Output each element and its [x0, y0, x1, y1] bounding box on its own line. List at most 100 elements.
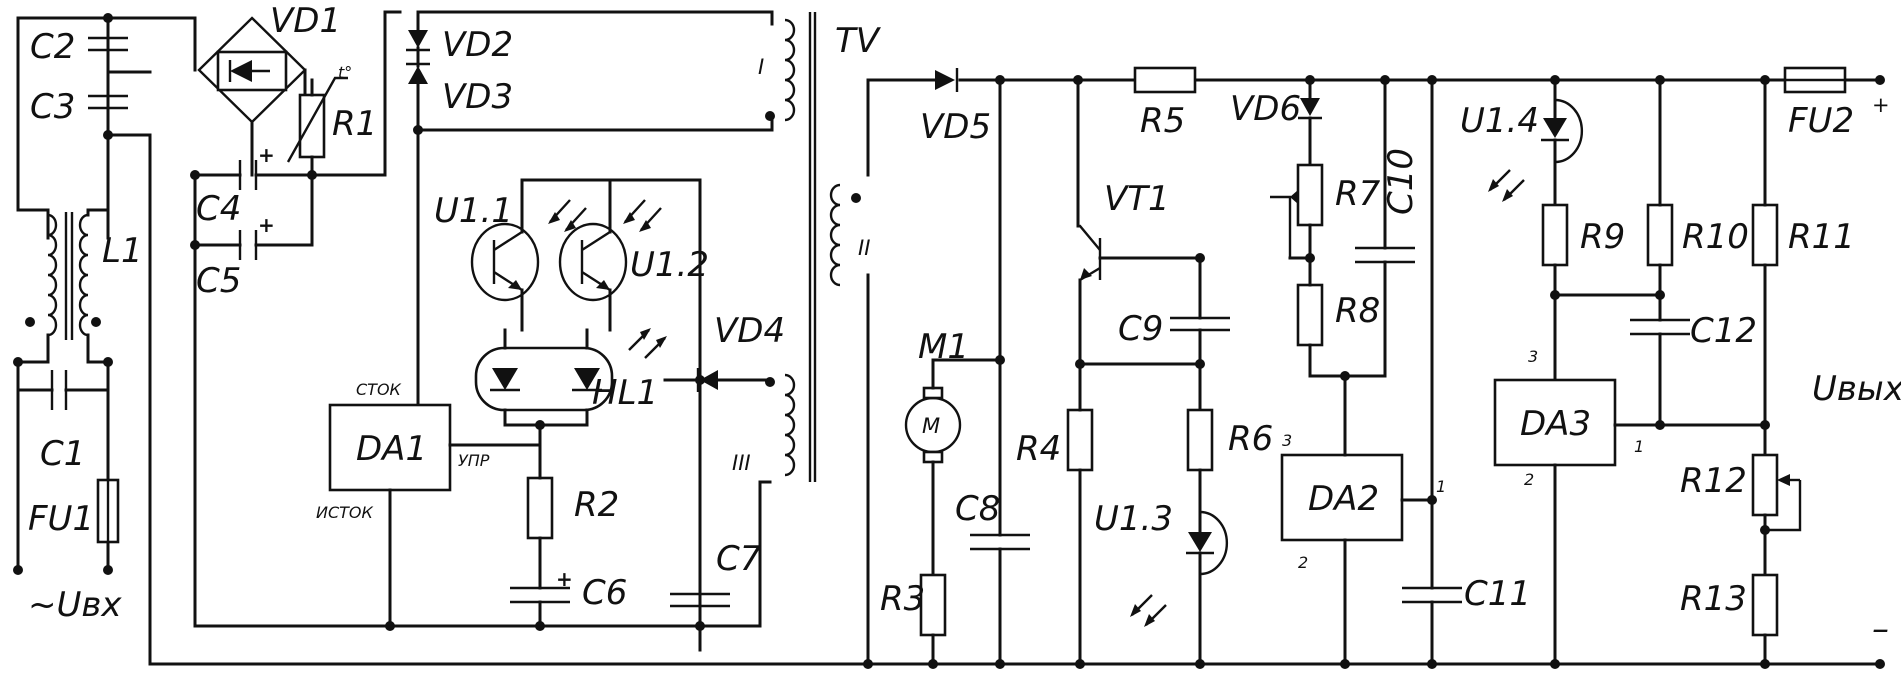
label-c2: C2 [30, 27, 75, 67]
transformer-tv: I TV II III [732, 12, 882, 482]
label-r5: R5 [1140, 101, 1185, 141]
label-uin: ~Uвх [28, 585, 122, 625]
label-r8: R8 [1335, 291, 1380, 331]
label-c3: C3 [30, 87, 75, 127]
capacitor-c11: C11 [1402, 75, 1531, 666]
fuse-fu1: FU1 [28, 478, 120, 544]
label-winding-ii: II [858, 236, 870, 260]
label-c5: C5 [196, 261, 241, 301]
label-minus-out: – [1872, 609, 1889, 649]
capacitor-c3: C3 [30, 78, 128, 137]
optocoupler-u11: U1.1 [434, 178, 587, 332]
svg-text:1: 1 [1634, 437, 1644, 456]
label-plus-out: + [1872, 93, 1890, 117]
label-vd5: VD5 [920, 107, 991, 147]
optocoupler-led-u13: U1.3 [1094, 499, 1228, 666]
label-vd2: VD2 [442, 25, 513, 65]
label-da3: DA3 [1520, 404, 1591, 444]
transistor-vt1: VT1 [1073, 75, 1205, 369]
fuse-fu2: FU2 [1783, 66, 1854, 141]
label-u13: U1.3 [1094, 499, 1173, 539]
capacitor-c2: C2 [30, 16, 128, 82]
capacitor-c12: C12 [1630, 311, 1757, 427]
label-vd3: VD3 [442, 77, 513, 117]
diode-vd6: VD6 [1230, 75, 1322, 167]
ground-junctions [13, 13, 1560, 669]
label-r7: R7 [1335, 174, 1381, 214]
label-r6: R6 [1228, 419, 1273, 459]
diode-vd3: VD3 [406, 62, 513, 117]
resistor-r5: R5 [1133, 66, 1197, 141]
thermistor-r1: t° R1 [286, 63, 377, 177]
label-c10: C10 [1381, 148, 1421, 215]
label-u12: U1.2 [630, 245, 709, 285]
capacitor-c6: + C6 [510, 567, 627, 628]
label-c12: C12 [1690, 311, 1757, 351]
svg-text:3: 3 [1282, 431, 1292, 450]
svg-text:3: 3 [1528, 347, 1538, 366]
label-c1: C1 [40, 434, 85, 474]
label-vd1: VD1 [270, 1, 341, 41]
label-r1: R1 [332, 104, 377, 144]
label-winding-iii: III [732, 451, 751, 475]
trimmer-r12: R12 [1680, 453, 1802, 577]
label-fu2: FU2 [1788, 101, 1854, 141]
capacitor-c10: C10 [1355, 75, 1421, 264]
svg-text:2: 2 [1524, 470, 1534, 489]
capacitor-c8: C8 [955, 75, 1030, 666]
ic-da1: DA1 СТОК ИСТОК УПР [316, 380, 542, 628]
motor-m1: M M1 [904, 327, 1002, 577]
label-c9: C9 [1118, 309, 1163, 349]
label-source: ИСТОК [316, 503, 374, 522]
label-r11: R11 [1788, 217, 1855, 257]
label-c7: C7 [716, 539, 762, 579]
label-r13: R13 [1680, 579, 1747, 619]
label-uout: Uвых [1812, 369, 1901, 409]
capacitor-c5: + C5 [193, 173, 762, 628]
label-c11: C11 [1464, 574, 1531, 614]
label-m-letter: M [922, 414, 940, 438]
capacitor-c9: C9 [1078, 256, 1230, 412]
label-vt1: VT1 [1104, 179, 1170, 219]
label-r12: R12 [1680, 461, 1747, 501]
label-r3: R3 [880, 579, 925, 619]
label-drain: СТОК [356, 380, 402, 399]
label-thermistor-mark: t° [338, 63, 352, 82]
label-da2: DA2 [1308, 479, 1379, 519]
capacitor-c1: C1 [40, 370, 85, 474]
svg-text:1: 1 [1436, 477, 1446, 496]
resistor-r4: R4 [1016, 362, 1094, 666]
label-r9: R9 [1580, 217, 1625, 257]
resistor-r8: R8 [1296, 256, 1387, 378]
led-hl1: HL1 [474, 328, 667, 447]
label-c4: C4 [196, 189, 241, 229]
optocoupler-u12: U1.2 [558, 178, 709, 332]
ic-da2: DA2 3 1 2 [1280, 371, 1446, 666]
label-r4: R4 [1016, 429, 1061, 469]
label-u14: U1.4 [1460, 101, 1539, 141]
label-c6: C6 [582, 573, 627, 613]
label-hl1: HL1 [592, 373, 658, 413]
label-tv: TV [835, 21, 882, 61]
label-l1: L1 [102, 231, 143, 271]
diode-vd2: VD2 [406, 25, 513, 65]
diode-vd4: VD4 [663, 311, 785, 392]
svg-text:+: + [258, 143, 275, 167]
capacitor-c7: C7 [670, 378, 772, 628]
label-da1: DA1 [356, 429, 427, 469]
svg-text:+: + [258, 213, 275, 237]
resistor-r13: R13 [1680, 573, 1779, 669]
svg-text:2: 2 [1298, 553, 1308, 572]
capacitor-c4: + C4 [193, 10, 402, 229]
label-r10: R10 [1682, 217, 1749, 257]
resistor-r3: R3 [880, 573, 947, 666]
resistor-r2: R2 [526, 443, 619, 590]
diode-vd5: VD5 [920, 68, 991, 147]
resistor-r11: R11 [1751, 75, 1855, 457]
diode-bridge-vd1: VD1 [193, 1, 341, 177]
label-c8: C8 [955, 489, 1000, 529]
ic-da3: DA3 3 1 2 [1493, 347, 1770, 666]
label-vd4: VD4 [714, 311, 785, 351]
label-control: УПР [458, 451, 490, 470]
